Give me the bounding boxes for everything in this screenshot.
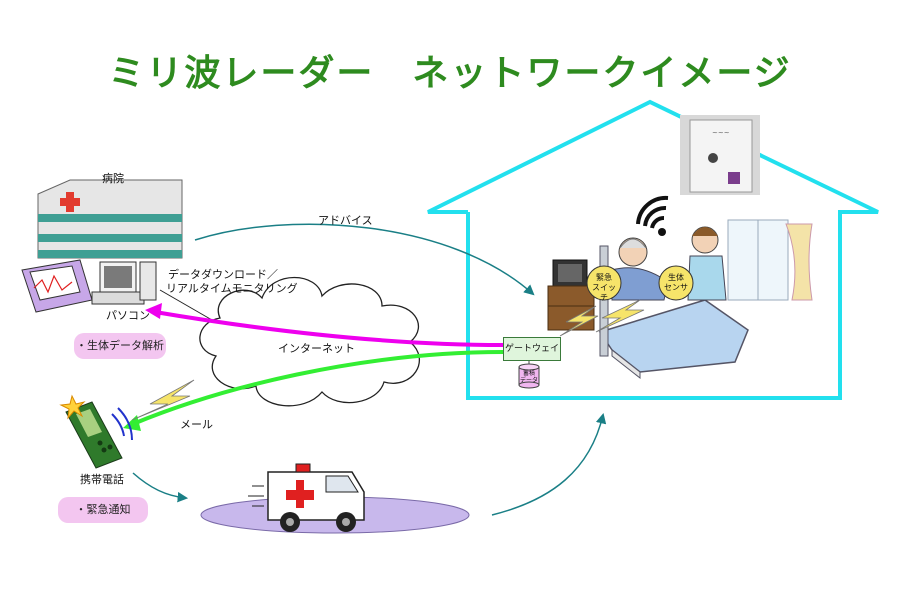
pc-label: パソコン [106, 309, 150, 322]
bio-sensor-badge [658, 265, 694, 301]
emergency-switch-badge [586, 265, 622, 301]
lightning-icon [131, 379, 195, 421]
bio-sensor-label-line1: 生体 [668, 273, 684, 282]
storage-label-line2: データ [519, 377, 538, 384]
window-icon [727, 219, 813, 301]
hospital-label: 病院 [102, 172, 124, 185]
download-label-line2: リアルタイムモニタリング [166, 282, 298, 295]
ambulance-illustration [248, 463, 365, 532]
mobile-label: 携帯電話 [80, 473, 124, 486]
pc-illustration [91, 261, 157, 305]
mail-label: メール [180, 418, 213, 431]
advice-label: アドバイス [318, 214, 373, 227]
wireless-signal-icon [636, 195, 669, 236]
radar-device-image: ~~~ [680, 115, 760, 195]
emergency-notice-badge: ・緊急通知 [58, 497, 148, 523]
mobile-phone-illustration [59, 394, 133, 469]
lightning-icon [559, 299, 645, 337]
download-label-line1: データダウンロード／ [168, 268, 278, 281]
emergency-switch-label-line1: 緊急 [596, 273, 612, 282]
caregiver-illustration [687, 226, 727, 301]
tv-cabinet-illustration [547, 259, 595, 331]
svg-text:~~~: ~~~ [712, 129, 730, 137]
emergency-switch-label-line2: スイッチ [592, 283, 616, 302]
hospital-building-illustration [37, 179, 183, 259]
ambulance-to-house-arrow [491, 412, 607, 516]
storage-label-line1: 蓄積 [522, 370, 535, 377]
page-title: ミリ波レーダー ネットワークイメージ [108, 53, 792, 94]
advice-arrow [194, 223, 535, 296]
mobile-to-ambulance-arrow [132, 472, 189, 503]
internet-cloud [199, 277, 421, 407]
monitor-device-illustration [21, 259, 93, 313]
internet-label: インターネット [278, 342, 355, 355]
bio-sensor-label-line2: センサ [664, 283, 688, 292]
storage-database-icon [518, 363, 540, 389]
vital-analysis-badge: ・生体データ解析 [74, 333, 166, 359]
download-connector-line [159, 289, 213, 321]
gateway-box: ゲートウェイ [503, 337, 561, 361]
green-arrow-to-mobile [123, 350, 504, 431]
magenta-arrow-to-pc [145, 303, 504, 347]
bed-with-patient-illustration [598, 237, 749, 380]
house-outline [427, 99, 879, 400]
